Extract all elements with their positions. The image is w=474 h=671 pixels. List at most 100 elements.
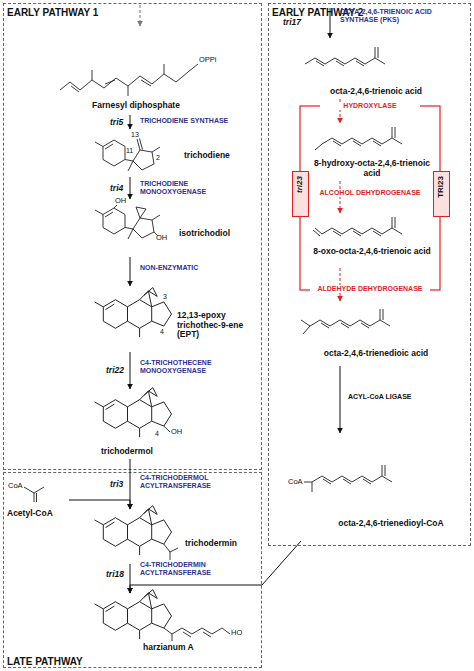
atom-label: CoA [8, 482, 23, 490]
ept-structure [95, 288, 172, 338]
gene-label: tri3 [110, 480, 123, 490]
farnesyl-structure [92, 70, 93, 80]
isotrichodiol-structure [136, 207, 146, 218]
compound-name: 12,13-epoxy trichothec-9-ene (EPT) [177, 311, 261, 340]
pathway-panel: EARLY PATHWAY 1 Farnesyl diphosphate trich… [3, 3, 262, 470]
enzyme-label: C4-TRICHOTHECENE MONOOXYGENASE [140, 359, 240, 375]
compound-node: Farnesyl diphosphate [41, 29, 231, 115]
gene-label: tri18 [106, 570, 124, 580]
atom-number: 4 [155, 430, 159, 438]
atom-label: OH [171, 428, 182, 436]
compound-name: harzianum A [143, 643, 223, 653]
pathway-panel: EARLY PATHWAY 2octa-2,4,6-trienoic acid8… [268, 3, 471, 546]
reaction-arrow [130, 257, 131, 286]
atom-label: CoA [288, 478, 303, 486]
enzyme-label: TRICHODIENE MONOOXYGENASE [140, 180, 240, 196]
trichodermol-structure [95, 388, 172, 438]
harzianum-structure [203, 632, 211, 637]
compound-node: 8-hydroxy-octa-2,4,6-trienoic acid [313, 123, 431, 181]
dioic-acid-structure [303, 326, 310, 334]
compound-name: octa-2,4,6-trienedioic acid [291, 349, 461, 359]
trichodermin-structure [170, 552, 171, 560]
enzyme-label: ACYL-CoA LIGASE [348, 393, 448, 401]
compound-node: octa-2,4,6-trienedioic acid [291, 301, 461, 366]
atom-label: OH [156, 234, 167, 242]
trienoic-acid-structure [305, 47, 385, 66]
gene-label: tri17 [283, 18, 301, 28]
trichodiene-structure [140, 139, 143, 150]
compound-node: trichodermol [81, 389, 253, 459]
tri23-bracket [300, 106, 440, 290]
trichodiene-structure [137, 139, 140, 150]
harzianum-structure [164, 628, 230, 634]
dioyl-coa-structure [312, 465, 392, 484]
dioyl-coa-structure [304, 465, 392, 492]
farnesyl-structure [60, 64, 198, 96]
compound-name: 8-hydroxy-octa-2,4,6-trienoic acid [313, 159, 431, 178]
enzyme-label: ALCOHOL DEHYDROGENASE [310, 189, 430, 197]
dioyl-coa-structure [312, 482, 313, 492]
farnesyl-structure [141, 80, 151, 86]
atom-label: HO [231, 629, 242, 637]
acetyl-coa-structure [34, 493, 35, 502]
compound-name: trichodiene [184, 151, 254, 161]
compound-node: harzianum A [81, 593, 261, 655]
oxo-acid-structure [313, 217, 402, 236]
enzyme-label: TRICHODIENE SYNTHASE [140, 117, 258, 125]
compound-node: trichodiene [81, 129, 253, 177]
isotrichodiol-structure [114, 205, 117, 208]
farnesyl-structure [164, 64, 165, 74]
compound-name: Acetyl-CoA [7, 509, 69, 519]
oxo-acid-structure [313, 230, 320, 236]
atom-number: 13 [131, 131, 139, 139]
farnesyl-structure [60, 64, 198, 90]
gene-name: TRI23 [437, 176, 446, 198]
trichodermol-structure [95, 388, 172, 438]
trienoic-acid-structure [305, 47, 385, 66]
atom-number: 3 [163, 293, 167, 301]
enzyme-label: NON-ENZYMATIC [140, 264, 258, 272]
panel-title: EARLY PATHWAY 1 [7, 7, 98, 18]
compound-node: isotrichodiol [81, 199, 253, 257]
compound-node: octa-2,4,6-trienoic acid [291, 39, 461, 99]
enzyme-label: OCTA-2,4,6-TRIENOIC ACID SYNTHASE (PKS) [340, 8, 465, 24]
isotrichodiol-structure [95, 208, 160, 239]
reaction-arrow [340, 366, 341, 433]
reaction-arrow [340, 181, 341, 213]
pathway-panel: LATE PATHWAY Acetyl-CoA trichodermin harzia… [3, 472, 262, 668]
compound-name: trichodermol [101, 447, 181, 457]
ept-structure [95, 288, 172, 338]
dioic-acid-structure [301, 320, 310, 326]
gene-label: tri4 [110, 184, 123, 194]
compound-name: octa-2,4,6-trienoic acid [291, 87, 461, 97]
atom-number: 11 [126, 147, 133, 155]
trichodermin-structure [164, 544, 178, 552]
reaction-arrow [130, 352, 131, 389]
compound-name: isotrichodiol [179, 229, 253, 239]
gene-name: tri23 [296, 176, 305, 193]
compound-name: octa-2,4,6-trienedioyl-CoA [316, 519, 466, 529]
compound-name: trichodermin [185, 539, 253, 549]
farnesyl-structure [105, 80, 115, 84]
trichodiene-structure [95, 139, 160, 172]
reaction-arrow [130, 459, 131, 509]
enzyme-label: C4-TRICHODERMOL ACYLTRANSFERASE [140, 474, 250, 490]
reaction-arrow [130, 115, 131, 129]
atom-number: 2 [156, 154, 160, 162]
atom-label: OH [115, 197, 126, 205]
tri23-bracket [300, 106, 440, 290]
trichodermin-structure [95, 506, 172, 555]
compound-node: trichodermin [81, 509, 253, 564]
harzianum-structure [172, 634, 173, 641]
farnesyl-structure [71, 86, 79, 92]
acetyl-coa-structure [24, 487, 44, 502]
harzianum-structure [95, 590, 231, 641]
gene-label: tri22 [106, 366, 124, 376]
panel-title: LATE PATHWAY [7, 656, 83, 667]
reaction-arrow [130, 564, 131, 593]
compound-node: 12,13-epoxy trichothec-9-ene (EPT) [81, 286, 261, 352]
trichodermin-structure [95, 506, 179, 560]
dioic-acid-structure [301, 309, 390, 334]
